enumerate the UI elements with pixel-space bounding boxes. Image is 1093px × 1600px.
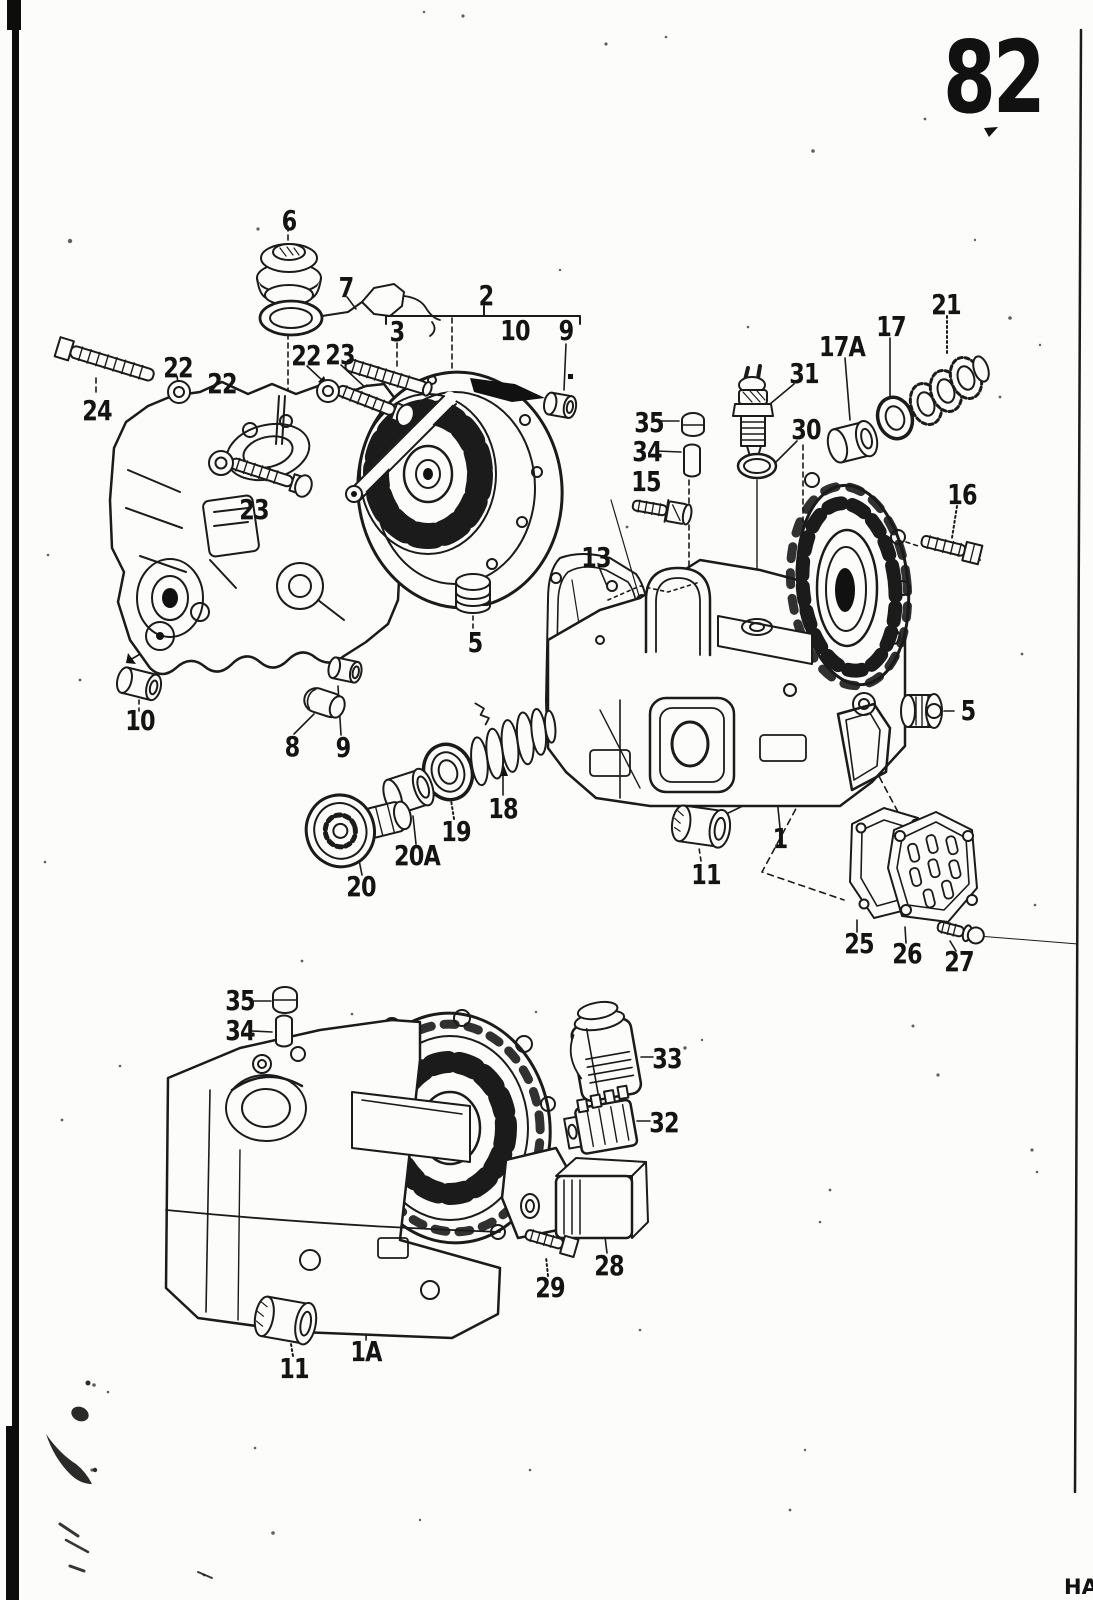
part-callout-5: 5 (467, 626, 484, 659)
part-callout-21: 21 (931, 288, 961, 321)
part-callout-16: 16 (947, 478, 977, 511)
housing-left-drawing (108, 370, 564, 676)
part-callout-9: 9 (335, 731, 352, 764)
part-bolt-24 (53, 336, 155, 382)
part-callout-6: 6 (281, 204, 298, 237)
part-callout-9: 9 (558, 314, 575, 347)
part-callout-7: 7 (338, 271, 355, 304)
part-bearing-21 (908, 355, 990, 427)
part-callout-33: 33 (652, 1042, 682, 1075)
part-callout-25: 25 (844, 927, 874, 960)
part-callout-35: 35 (634, 406, 664, 439)
part-stud-3 (344, 358, 433, 397)
part-callout-27: 27 (944, 945, 974, 978)
scan-specks (43, 10, 1042, 1577)
part-plug-5-left (455, 573, 491, 614)
part-callout-8: 8 (284, 730, 301, 763)
part-bushing-11-mid (670, 804, 732, 849)
part-callout-23: 23 (239, 493, 269, 526)
part-callout-26: 26 (892, 937, 922, 970)
part-sleeve-8 (303, 687, 346, 719)
corner-code: HA (1064, 1575, 1093, 1599)
part-callout-20: 20 (346, 870, 376, 903)
part-callout-29: 29 (535, 1271, 565, 1304)
part-callout-5: 5 (960, 694, 977, 727)
part-bolt-27 (936, 920, 985, 945)
part-callout-13: 13 (581, 541, 611, 574)
part-bolt-29 (524, 1229, 580, 1258)
scan-smudge-dashes (58, 1522, 213, 1579)
part-callout-1: 1 (772, 822, 789, 855)
part-callout-34: 34 (632, 435, 662, 468)
part-cap-35-mid (681, 412, 705, 437)
housing-bottom-drawing (164, 1009, 556, 1340)
part-callout-17: 17 (876, 310, 906, 343)
part-bushing-9 (327, 656, 363, 684)
mark-under-page-number (984, 127, 998, 137)
part-callout-28: 28 (594, 1249, 624, 1282)
part-bolt-23-upper (336, 384, 415, 427)
part-plug-5-right (900, 693, 943, 729)
part-callout-22: 22 (291, 339, 321, 372)
part-callout-10: 10 (125, 704, 155, 737)
part-callout-31: 31 (789, 357, 819, 390)
part-callout-22: 22 (163, 351, 193, 384)
part-callout-24: 24 (82, 394, 112, 427)
part-callout-23: 23 (325, 338, 355, 371)
part-callout-22: 22 (207, 367, 237, 400)
right-rule (1073, 28, 1083, 1494)
part-bushing-17A (826, 419, 879, 464)
part-cover-26 (887, 811, 978, 923)
part-callout-20A: 20A (393, 839, 441, 872)
part-bolt-23-lower (229, 457, 313, 498)
part-callout-3: 3 (389, 315, 406, 348)
housing-right-drawing (546, 472, 913, 808)
part-callout-2: 2 (478, 279, 495, 312)
part-seal-19 (421, 742, 475, 802)
page-border-marks (6, 0, 21, 1600)
part-oring-30 (736, 452, 778, 480)
part-guide-20 (304, 793, 412, 869)
part-connector-32 (563, 1084, 639, 1155)
part-callout-32: 32 (649, 1106, 679, 1139)
part-plug-9-top (543, 391, 578, 419)
part-callout-30: 30 (791, 413, 821, 446)
part-breather-cap (256, 243, 322, 306)
part-callout-35: 35 (225, 984, 255, 1017)
part-pin-34-mid (683, 443, 701, 478)
page-number: 82 (943, 19, 1046, 136)
part-ring-7 (258, 283, 441, 337)
part-callout-1A: 1A (350, 1335, 382, 1368)
part-washers-22 (167, 379, 340, 476)
part-bushing-10 (115, 666, 163, 702)
part-pin-34-bottom (275, 1014, 293, 1048)
part-callout-19: 19 (441, 815, 471, 848)
part-callout-18: 18 (488, 792, 518, 825)
part-sensor-31 (732, 364, 774, 461)
part-seal-17 (875, 395, 915, 441)
part-callout-11: 11 (279, 1352, 309, 1385)
scan-smudges (46, 1380, 98, 1484)
part-cap-35-bottom (272, 986, 298, 1014)
part-callout-34: 34 (225, 1014, 255, 1047)
part-rings-18 (470, 702, 557, 787)
part-callout-11: 11 (691, 858, 721, 891)
part-bushing-11-bottom (253, 1295, 318, 1346)
part-bolt-16 (920, 534, 984, 566)
part-callout-17A: 17A (818, 330, 866, 363)
part-callout-10: 10 (500, 314, 530, 347)
part-callout-15: 15 (631, 465, 661, 498)
part-switch-28 (500, 1146, 649, 1240)
part-bolt-15 (631, 499, 693, 526)
